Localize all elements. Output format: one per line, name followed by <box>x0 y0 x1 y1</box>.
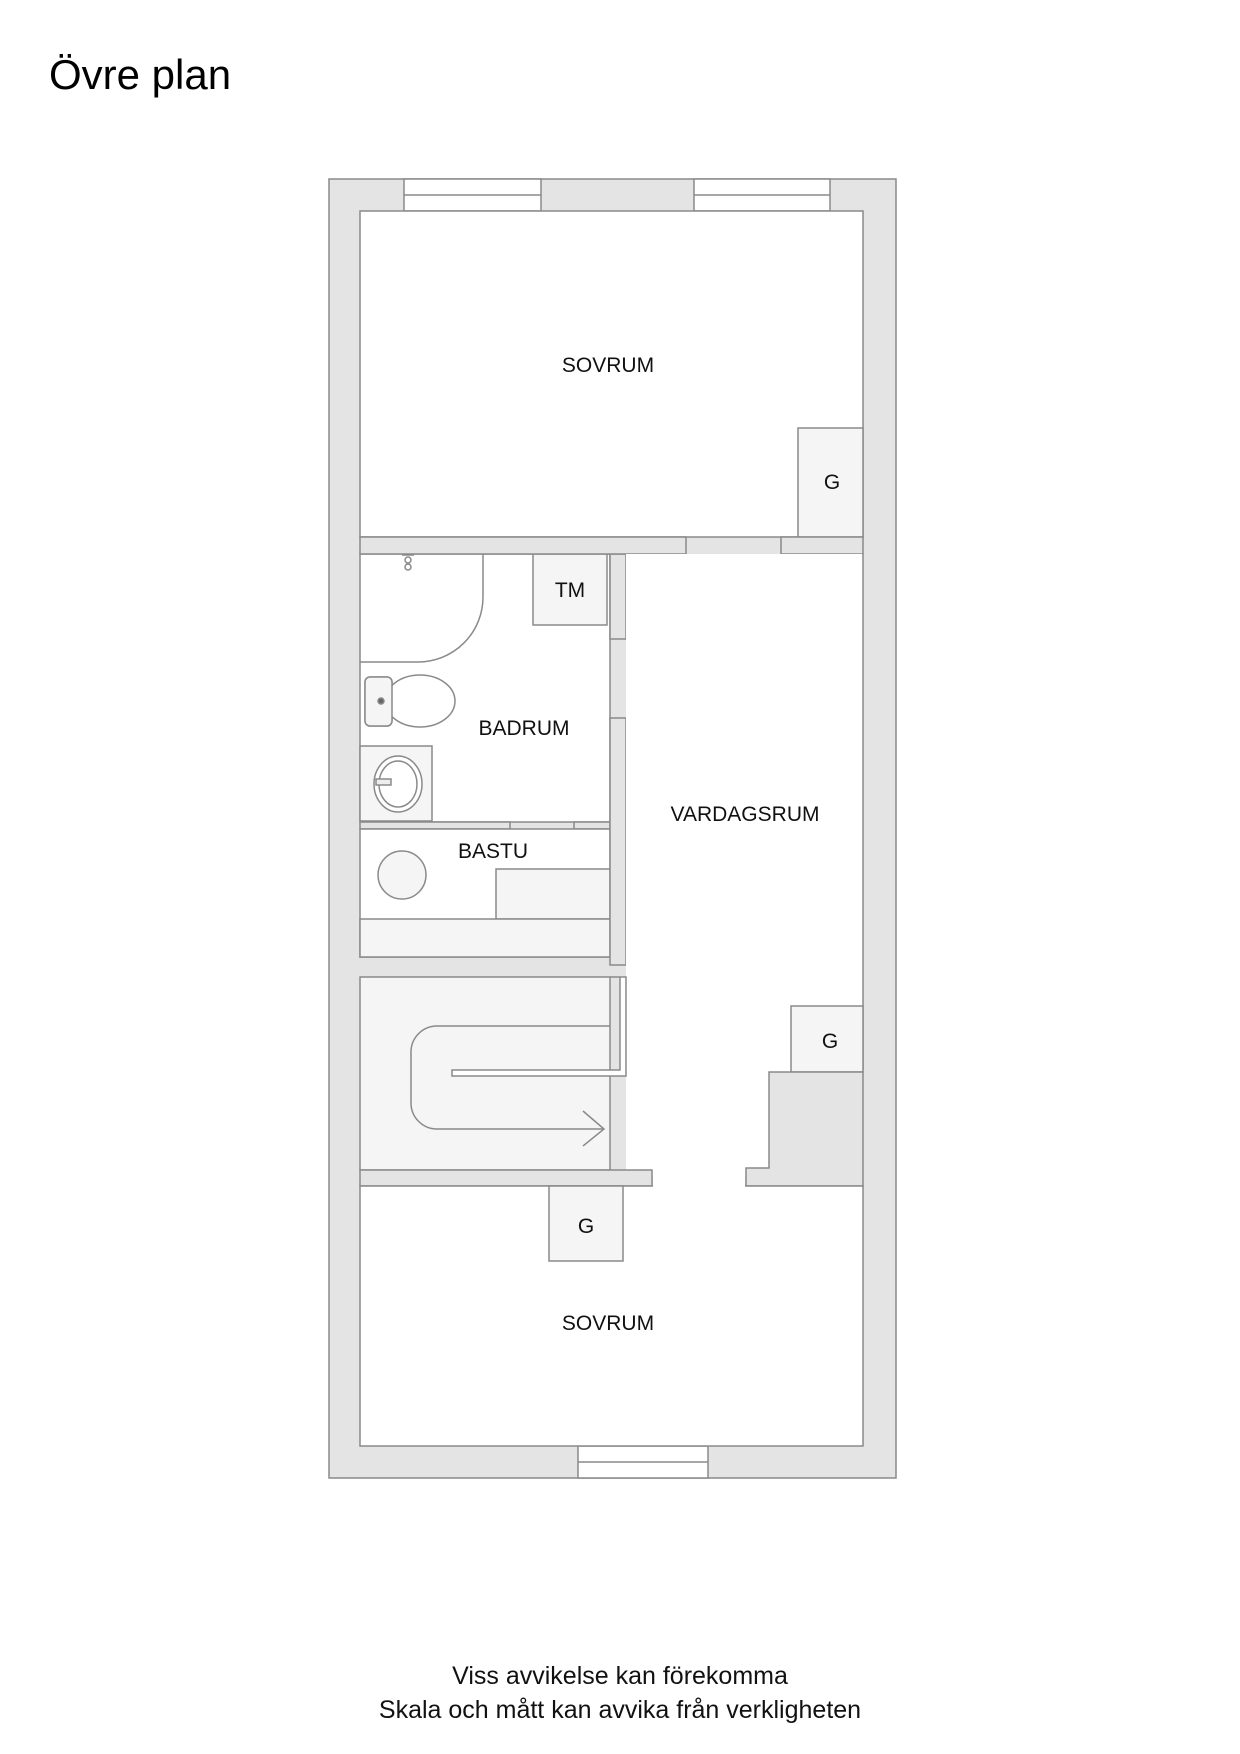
wardrobe-middle <box>790 1005 864 1073</box>
wall-bedroom-bath <box>359 536 687 555</box>
wall-badrum-bastu-right <box>573 821 611 830</box>
shower-enclosure <box>360 554 484 663</box>
dryer-box <box>532 553 608 626</box>
sauna-bench-upper <box>495 868 611 920</box>
window-top-left <box>403 178 542 212</box>
disclaimer-line-2: Skala och mått kan avvika från verklighe… <box>378 1696 862 1724</box>
room-label-bastu: BASTU <box>457 840 529 863</box>
window-bottom <box>577 1445 709 1479</box>
wardrobe-label-bottom: G <box>577 1215 595 1238</box>
sauna-bench-lower <box>359 918 611 958</box>
sink-icon <box>359 745 433 822</box>
room-label-sovrum-top: SOVRUM <box>561 354 655 377</box>
room-label-badrum: BADRUM <box>478 717 570 740</box>
wall-badrum-bastu-left <box>359 821 511 830</box>
stair-arrow-path <box>410 1025 610 1130</box>
stair-partition <box>451 976 627 1077</box>
toilet-icon <box>364 674 456 728</box>
wardrobe-top <box>797 427 864 538</box>
shower-head-icon <box>402 554 414 571</box>
wall-bedroom-living-right <box>780 536 864 555</box>
stair-arrow-head-icon <box>582 1110 606 1147</box>
room-sovrum-top <box>359 210 864 538</box>
wardrobe-label-middle: G <box>821 1030 839 1053</box>
room-label-vardagsrum: VARDAGSRUM <box>670 803 820 826</box>
wardrobe-bottom <box>548 1185 624 1262</box>
room-label-sovrum-bottom: SOVRUM <box>561 1312 655 1335</box>
wall-bath-living-upper <box>609 553 627 640</box>
dryer-label: TM <box>554 579 586 602</box>
wardrobe-label-top: G <box>823 471 841 494</box>
page-title: Övre plan <box>49 51 232 98</box>
disclaimer-line-1: Viss avvikelse kan förekomma <box>452 1662 788 1690</box>
window-top-right <box>693 178 831 212</box>
wall-bath-living-lower <box>609 717 627 966</box>
wall-stairs-bedroom <box>359 1169 653 1187</box>
sauna-stove-icon <box>377 850 427 900</box>
